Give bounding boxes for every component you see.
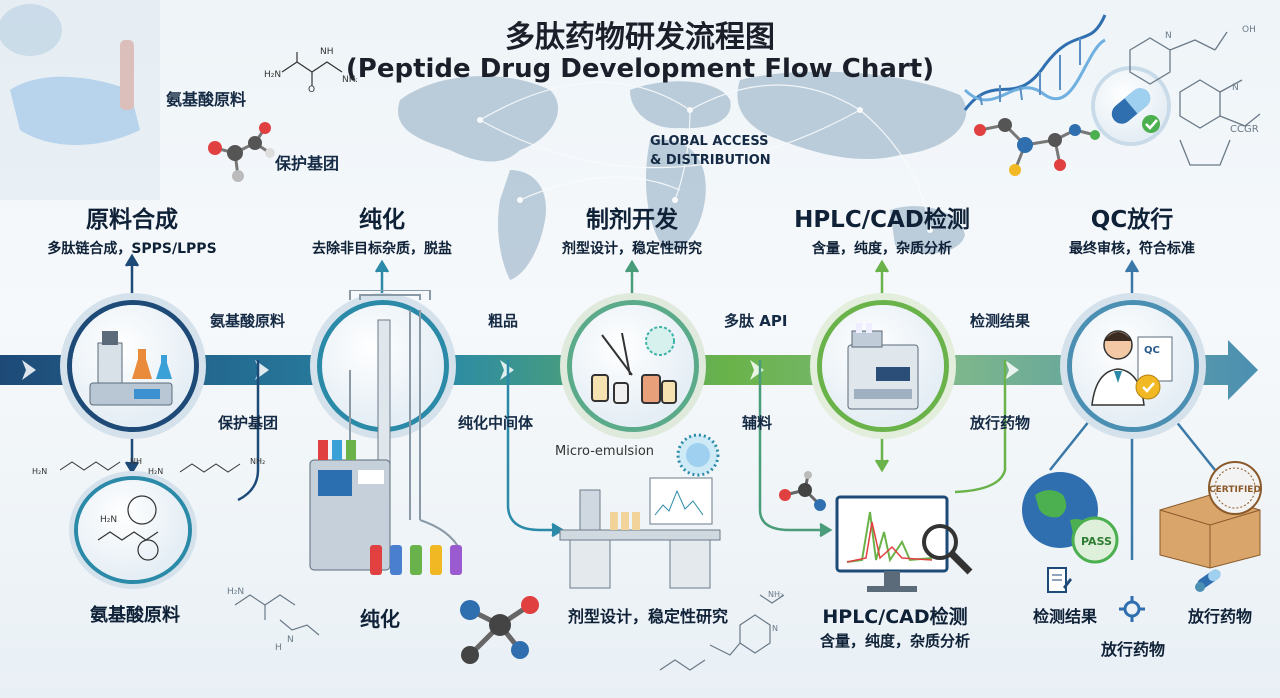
qc-doc-label: QC (1144, 345, 1160, 356)
svg-text:H₂N: H₂N (264, 70, 281, 80)
flow-label-intermediate: 纯化中间体 (458, 412, 533, 433)
bottom-label-release-center: 放行药物 (1078, 636, 1188, 660)
svg-text:H₂N: H₂N (32, 467, 47, 476)
top-label-protecting-group: 保护基团 (275, 150, 339, 174)
stage-desc: 含量，纯度，杂质分析 (762, 238, 1002, 258)
bottom-label-results: 检测结果 (1010, 603, 1120, 627)
certified-stamp: CERTIFIED (1209, 485, 1261, 495)
map-label-line2: & DISTRIBUTION (650, 151, 771, 170)
map-label-line1: GLOBAL ACCESS (650, 132, 771, 151)
micro-emulsion-label: Micro-emulsion (555, 444, 654, 459)
molecule-ball-icon (965, 110, 1105, 190)
chromatogram-monitor-icon (832, 492, 982, 602)
stage-formulation: 制剂开发 剂型设计，稳定性研究 (512, 200, 752, 258)
amino-acid-formula-icon: H₂N NH NH₂ O (262, 42, 357, 92)
stage-qc-release: QC放行 最终审核，符合标准 (1012, 200, 1252, 258)
svg-text:H₂N: H₂N (227, 587, 244, 597)
stage-desc: 多肽链合成，SPPS/LPPS (12, 238, 252, 258)
gear-icon (1118, 595, 1146, 623)
stage-purification: 纯化 去除非目标杂质，脱盐 (262, 200, 502, 258)
map-label: GLOBAL ACCESS & DISTRIBUTION (650, 132, 771, 170)
ccgr-label: CCGR (1230, 124, 1259, 135)
flow-label-api: 多肽 API (724, 310, 787, 331)
bottom-molecule-icon (440, 590, 560, 670)
stage-hplc: HPLC/CAD检测 含量，纯度，杂质分析 (762, 200, 1002, 258)
svg-text:H: H (275, 643, 282, 653)
purification-apparatus-icon (300, 290, 480, 590)
svg-text:H₂N: H₂N (148, 467, 163, 476)
svg-text:N: N (287, 635, 294, 645)
bottom-label-formulation: 剂型设计，稳定性研究 (548, 603, 748, 627)
flow-label-protecting-group: 保护基团 (218, 412, 278, 433)
svg-text:O: O (308, 85, 315, 92)
bottom-label-purify: 纯化 (330, 603, 430, 632)
synthesis-circle (72, 305, 194, 427)
flow-label-crude: 粗品 (488, 310, 518, 331)
synthesis-reactor-icon (72, 305, 194, 427)
page-title: 多肽药物研发流程图 (0, 12, 1280, 56)
stage-title: HPLC/CAD检测 (762, 200, 1002, 234)
bottom-formula-right-icon: NH₂ N (650, 585, 790, 685)
certified-package-icon: CERTIFIED (1150, 460, 1275, 570)
svg-text:NH₂: NH₂ (342, 75, 357, 85)
peptide-chain-icon: H₂N (78, 480, 188, 580)
formulation-circle (572, 305, 694, 427)
stage-desc: 剂型设计，稳定性研究 (512, 238, 752, 258)
flow-label-amino-acid: 氨基酸原料 (210, 310, 285, 331)
stage-desc: 最终审核，符合标准 (1012, 238, 1252, 258)
stage-title: 制剂开发 (512, 200, 752, 234)
svg-text:NH₂: NH₂ (768, 590, 783, 599)
qc-inspector-icon: QC (1072, 305, 1194, 427)
hplc-instrument-icon (822, 305, 944, 427)
peptide-formula-icon: H₂N H₂N NH NH₂ (30, 450, 270, 485)
small-molecule-icon (770, 470, 830, 520)
bottom-label-hplc: HPLC/CAD检测 (800, 602, 990, 629)
peptide-circle: H₂N (78, 480, 188, 580)
svg-text:N: N (1232, 83, 1239, 93)
bottom-label-hplc-sub: 含量，纯度，杂质分析 (795, 630, 995, 651)
top-label-amino-acid: 氨基酸原料 (166, 86, 246, 110)
bottom-label-release: 放行药物 (1165, 603, 1275, 627)
flow-label-release: 放行药物 (970, 412, 1030, 433)
stage-title: QC放行 (1012, 200, 1252, 234)
hplc-circle (822, 305, 944, 427)
bottom-label-raw: 氨基酸原料 (70, 601, 200, 627)
globe-icon: PASS (1015, 465, 1125, 575)
protecting-group-molecule-icon (200, 118, 280, 193)
lab-photo (0, 0, 160, 200)
svg-text:N: N (772, 624, 778, 633)
stage-title: 纯化 (262, 200, 502, 234)
qc-circle: QC (1072, 305, 1194, 427)
stage-title: 原料合成 (12, 200, 252, 234)
lab-bench-icon (555, 470, 725, 590)
pills-icon (1192, 565, 1226, 593)
svg-text:NH: NH (320, 47, 334, 57)
svg-text:NH: NH (130, 457, 142, 466)
flow-label-results: 检测结果 (970, 310, 1030, 331)
svg-text:H₂N: H₂N (100, 515, 117, 525)
stage-desc: 去除非目标杂质，脱盐 (262, 238, 502, 258)
page-subtitle: (Peptide Drug Development Flow Chart) (0, 54, 1280, 84)
flow-label-excipients: 辅料 (742, 412, 772, 433)
document-edit-icon (1045, 565, 1073, 595)
pass-badge: PASS (1081, 535, 1112, 548)
pipette-vials-icon (572, 305, 694, 427)
stage-raw-synthesis: 原料合成 多肽链合成，SPPS/LPPS (12, 200, 252, 258)
bottom-formula-left-icon: H₂N NH (225, 580, 330, 655)
svg-text:NH₂: NH₂ (250, 457, 265, 466)
